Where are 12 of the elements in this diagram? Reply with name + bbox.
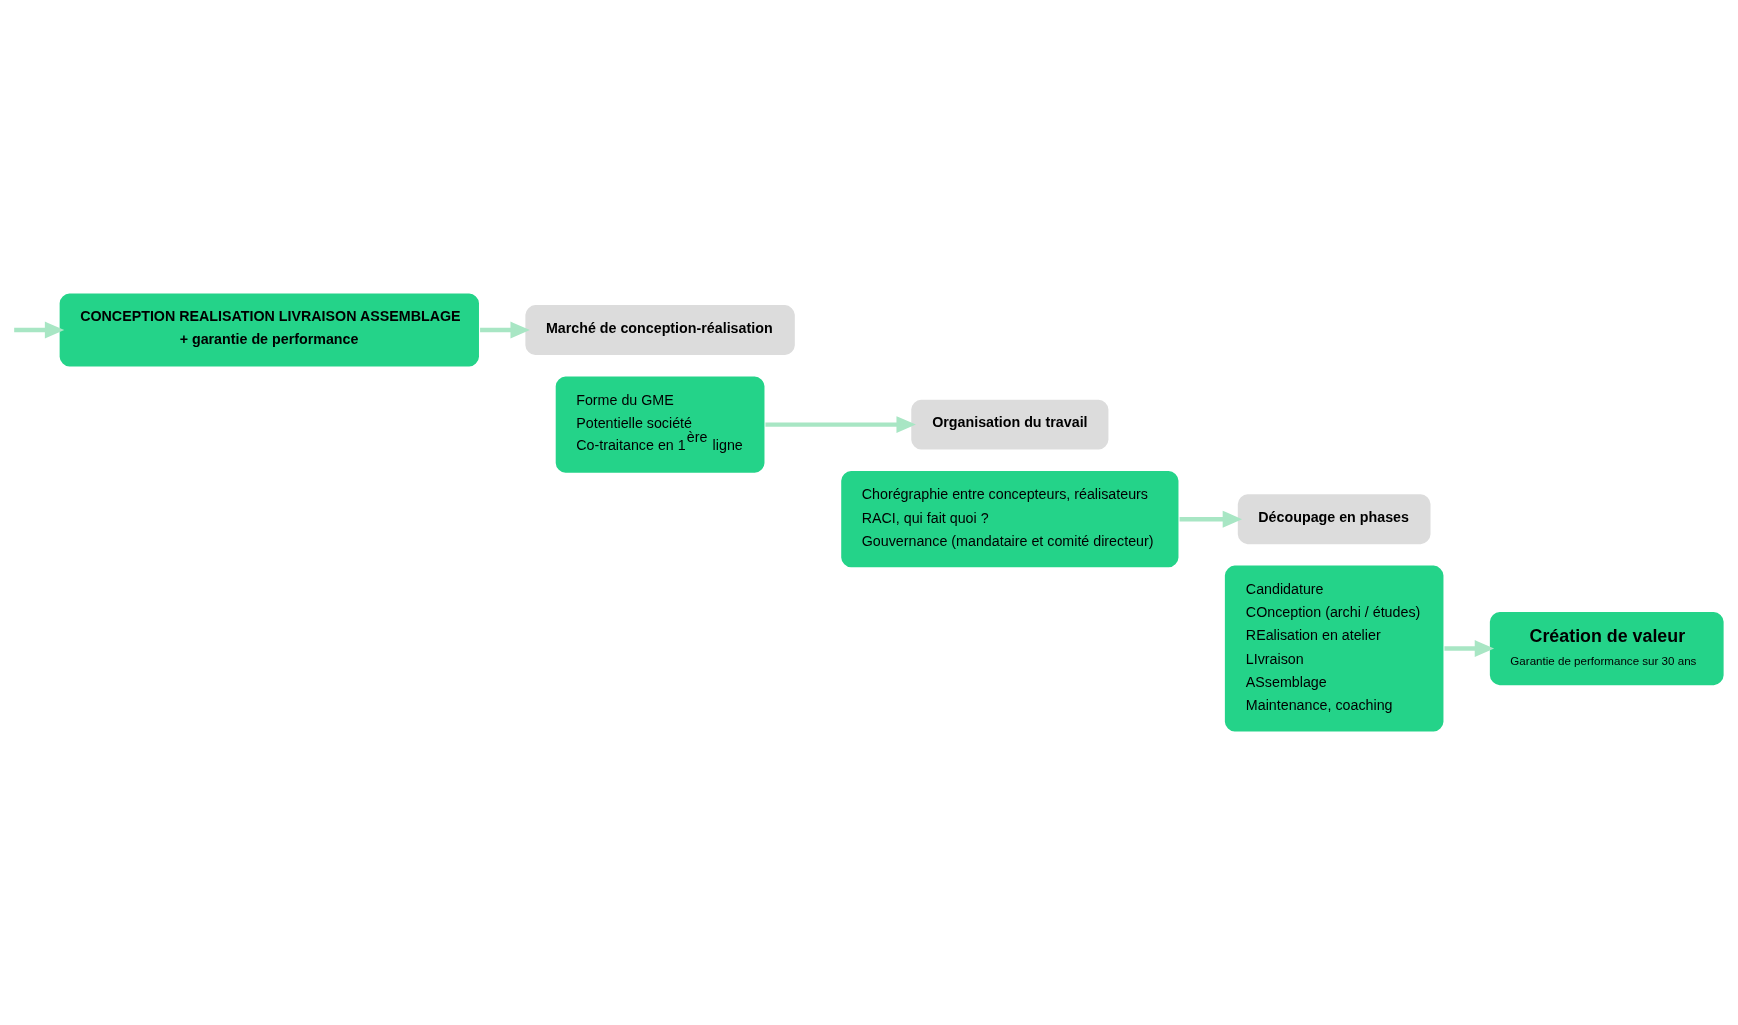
node-box: Création de valeur Garantie de performance sur 30 ans <box>1488 610 1726 687</box>
arrow <box>1444 640 1495 658</box>
node-box: Candidature COnception (archi / études) REalisation en atelier LIvraison ASsemblage Maintenance, coaching <box>1223 563 1446 734</box>
arrow <box>480 321 530 339</box>
arrow <box>765 416 916 434</box>
node-box: Chorégraphie entre concepteurs, réalisateurs RACI, qui fait quoi ? Gouvernance (mandataire et comité directeur) <box>839 469 1181 570</box>
node-box: Organisation du travail <box>909 397 1111 452</box>
node-box: Découpage en phases <box>1236 492 1433 546</box>
node-box: CONCEPTION REALISATION LIVRAISON ASSEMBLAGE + garantie de performance <box>57 291 481 369</box>
node-box: Marché de conception-réalisation <box>523 303 797 357</box>
arrow <box>14 321 65 339</box>
arrow <box>1179 510 1243 528</box>
